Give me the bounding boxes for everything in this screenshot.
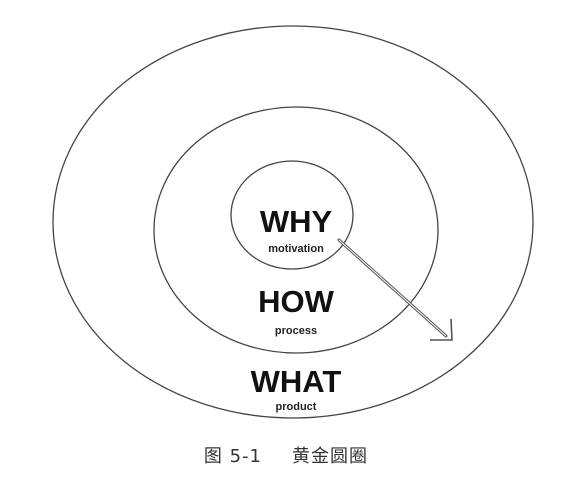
arrow-shaft-highlight	[338, 239, 447, 337]
why-sublabel: motivation	[268, 243, 324, 255]
figure-caption-title: 黄金圆圈	[292, 446, 368, 467]
figure-caption-number: 图 5-1	[204, 446, 262, 467]
outward-arrow	[337, 238, 453, 341]
what-sublabel: product	[276, 401, 317, 413]
how-sublabel: process	[275, 325, 317, 337]
what-label: WHAT	[251, 364, 342, 399]
arrow-head	[430, 318, 453, 341]
how-label: HOW	[258, 284, 335, 319]
middle-ring-how	[153, 106, 439, 354]
why-label: WHY	[260, 204, 333, 239]
outer-ring-what	[52, 25, 534, 419]
inner-ring-why	[230, 160, 354, 270]
